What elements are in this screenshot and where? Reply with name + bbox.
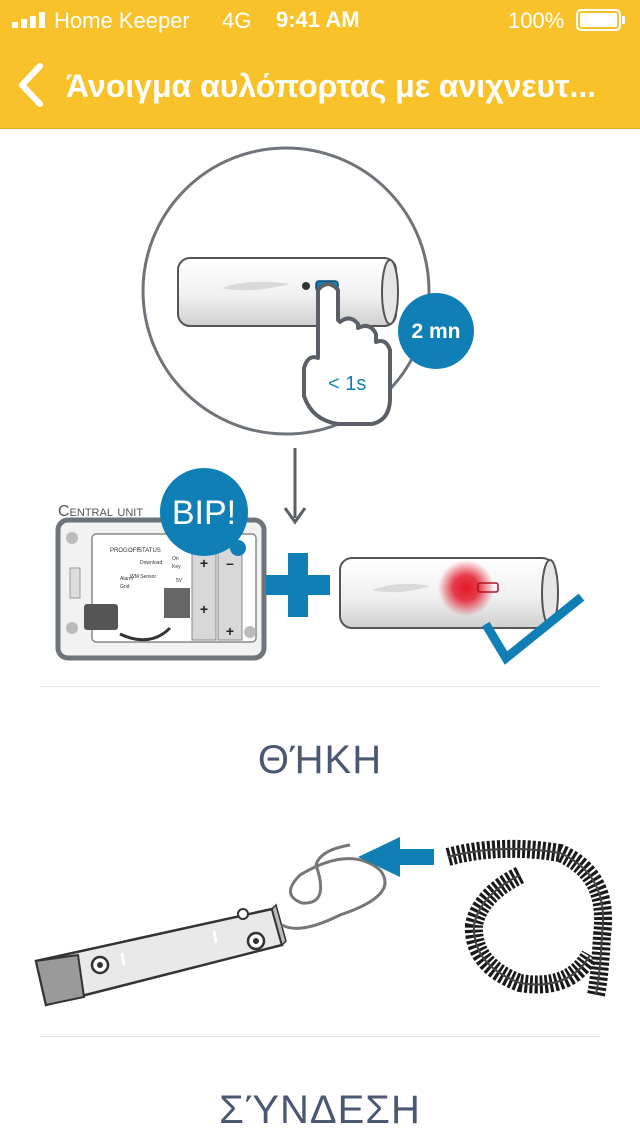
timer-badge	[398, 293, 474, 369]
signal-icon	[12, 12, 45, 28]
navigation-bar: Άνοιγμα αυλόπορτας με ανιχνευτ...	[0, 40, 640, 129]
battery-icon	[576, 9, 625, 31]
beep-label: BIP!	[172, 494, 236, 532]
detector-paired	[339, 557, 559, 629]
panel-label-alarm: Alarm	[120, 576, 133, 582]
panel-label-status: STATUS	[138, 548, 161, 554]
panel-label-5v: 5V	[176, 578, 183, 584]
corrugated-tube-icon	[445, 839, 612, 997]
central-unit-label: Central unit	[58, 503, 143, 520]
divider	[40, 1036, 600, 1037]
network-type: 4G	[222, 8, 252, 33]
connection-illustration	[34, 837, 612, 1007]
sensor-housing	[34, 903, 287, 1007]
svg-text:+: +	[200, 601, 208, 617]
plus-icon	[266, 553, 330, 617]
section-title-connection: ΣΎΝΔΕΣΗ	[219, 1088, 421, 1132]
pairing-illustration: < 1s 2 mn + – + + PROG OFF STATUS On Key…	[55, 146, 585, 665]
timer-badge-label: 2 mn	[411, 320, 460, 343]
chevron-left-icon[interactable]	[14, 62, 48, 108]
panel-label-gnd: Gnd	[120, 584, 130, 590]
detector-closeup	[177, 257, 399, 327]
press-duration-label: < 1s	[328, 373, 366, 395]
panel-label-key: Key	[172, 564, 181, 570]
divider	[40, 686, 600, 687]
check-icon	[481, 593, 585, 665]
panel-label-download: Download	[140, 560, 162, 566]
battery-percent: 100%	[508, 8, 565, 33]
beep-badge	[160, 468, 248, 556]
sensor-wire	[281, 843, 387, 930]
page-title: Άνοιγμα αυλόπορτας με ανιχνευτ...	[66, 68, 597, 104]
status-bar: Home Keeper 4G 9:41 AM 100%	[0, 0, 640, 40]
panel-label-wm-sensor: WM Sensor	[130, 574, 156, 580]
panel-label-on: On	[172, 556, 179, 562]
svg-text:+: +	[226, 623, 234, 639]
svg-text:+: +	[200, 555, 208, 571]
carrier-name: Home Keeper	[54, 8, 190, 33]
arrow-left-icon	[358, 837, 434, 877]
clock: 9:41 AM	[276, 7, 360, 32]
panel-label-prog: PROG	[110, 548, 128, 554]
panel-label-off: OFF	[128, 548, 140, 554]
hand-icon	[302, 282, 392, 426]
svg-text:–: –	[226, 555, 234, 571]
section-title-case: ΘΉΚΗ	[257, 738, 383, 782]
